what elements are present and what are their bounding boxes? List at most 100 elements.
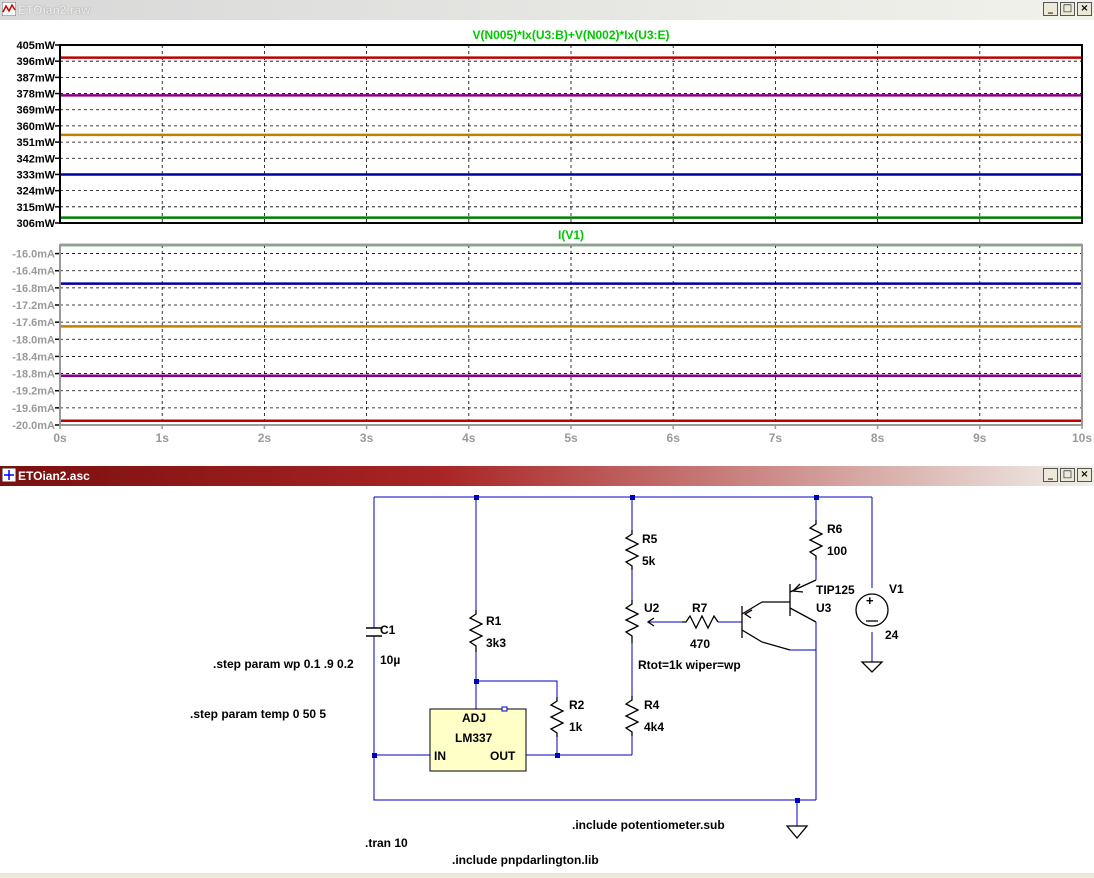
plot-window-titlebar[interactable]: ETOian2.raw _ □ × bbox=[0, 0, 1094, 20]
power-plot-pane[interactable]: V(N005)*Ix(U3:B)+V(N002)*Ix(U3:E) 405mW 39… bbox=[16, 28, 1083, 230]
waveform-plot-area[interactable]: V(N005)*Ix(U3:B)+V(N002)*Ix(U3:E) 405mW 39… bbox=[0, 20, 1094, 466]
include-pot-directive[interactable]: .include potentiometer.sub bbox=[572, 818, 725, 832]
ic-name: LM337 bbox=[455, 731, 493, 745]
darlington-transistor-symbol bbox=[741, 579, 817, 651]
schematic-icon bbox=[2, 468, 16, 482]
resistor-symbols bbox=[468, 520, 824, 737]
lm337-ic[interactable] bbox=[429, 706, 527, 772]
plot-maximize-button[interactable]: □ bbox=[1060, 2, 1075, 16]
svg-text:+: + bbox=[866, 593, 874, 608]
plot-window-title: ETOian2.raw bbox=[18, 3, 91, 17]
schematic-maximize-button[interactable]: □ bbox=[1060, 468, 1075, 482]
x-tick-label: 5s bbox=[564, 431, 578, 445]
x-tick-label: 10s bbox=[1072, 431, 1092, 445]
x-tick-label: 0s bbox=[53, 431, 67, 445]
r4-symbol bbox=[624, 696, 640, 736]
ground-symbols bbox=[785, 661, 884, 840]
y-tick-label: -18.4mA bbox=[12, 351, 55, 363]
v1-source-symbol: + bbox=[855, 593, 889, 627]
r6-symbol bbox=[808, 520, 824, 560]
plot-minimize-button[interactable]: _ bbox=[1043, 2, 1058, 16]
waveform-icon bbox=[2, 2, 16, 16]
y-tick-label: -18.8mA bbox=[12, 369, 55, 381]
y-tick-label: -17.2mA bbox=[12, 300, 55, 312]
r5-label: R5 bbox=[642, 532, 658, 546]
ic-adj-pin: ADJ bbox=[462, 711, 486, 725]
schematic-close-button[interactable]: × bbox=[1077, 468, 1092, 482]
current-plot-pane[interactable]: I(V1) -16.0mA -16.4mA -16.8mA -17.2mA -17.6mA… bbox=[12, 228, 1092, 445]
r6-value: 100 bbox=[827, 544, 847, 558]
schematic-canvas[interactable]: + C1 10µ R1 3k3 R2 1k R4 4k4 R5 5k R6 10… bbox=[0, 486, 1094, 873]
y-tick-label: 369mW bbox=[16, 105, 55, 117]
transistor-label: TIP125 bbox=[816, 583, 855, 597]
chart-title[interactable]: V(N005)*Ix(U3:B)+V(N002)*Ix(U3:E) bbox=[472, 28, 669, 42]
u2-label: U2 bbox=[644, 601, 660, 615]
y-tick-label: -18.0mA bbox=[12, 334, 55, 346]
r2-value: 1k bbox=[569, 720, 583, 734]
x-tick-label: 4s bbox=[462, 431, 476, 445]
plot-close-button[interactable]: × bbox=[1077, 2, 1092, 16]
r7-value: 470 bbox=[690, 637, 710, 651]
y-tick-label: 351mW bbox=[16, 137, 55, 149]
x-tick-label: 3s bbox=[360, 431, 374, 445]
u2-symbol bbox=[624, 600, 640, 643]
tran-directive[interactable]: .tran 10 bbox=[365, 836, 408, 850]
ic-out-pin: OUT bbox=[490, 749, 516, 763]
include-lib-directive[interactable]: .include pnpdarlington.lib bbox=[452, 853, 599, 867]
r6-label: R6 bbox=[827, 522, 843, 536]
y-tick-label: -16.0mA bbox=[12, 249, 55, 261]
y-tick-label: 306mW bbox=[16, 218, 55, 230]
r7-label: R7 bbox=[692, 601, 708, 615]
y-tick-label: 387mW bbox=[16, 72, 55, 84]
x-tick-label: 7s bbox=[769, 431, 783, 445]
x-tick-label: 6s bbox=[667, 431, 681, 445]
u2-params: Rtot=1k wiper=wp bbox=[638, 658, 741, 672]
step-temp-directive[interactable]: .step param temp 0 50 5 bbox=[190, 707, 326, 721]
r7-symbol bbox=[682, 614, 719, 630]
y-tick-label: 324mW bbox=[16, 186, 55, 198]
r1-value: 3k3 bbox=[486, 636, 506, 650]
v1-value: 24 bbox=[885, 628, 899, 642]
c1-label: C1 bbox=[380, 623, 396, 637]
schematic-window-titlebar[interactable]: ETOian2.asc _ □ × bbox=[0, 466, 1094, 486]
r1-label: R1 bbox=[486, 614, 502, 628]
y-tick-label: 333mW bbox=[16, 169, 55, 181]
chart-title[interactable]: I(V1) bbox=[558, 228, 584, 242]
y-tick-label: 405mW bbox=[16, 40, 55, 52]
ic-in-pin: IN bbox=[434, 749, 446, 763]
plot-frame bbox=[59, 44, 1083, 224]
r2-label: R2 bbox=[569, 698, 585, 712]
r4-value: 4k4 bbox=[644, 720, 664, 734]
x-tick-label: 2s bbox=[258, 431, 272, 445]
r2-symbol bbox=[549, 697, 565, 737]
x-tick-label: 9s bbox=[973, 431, 987, 445]
bottom-window-edge bbox=[0, 873, 1094, 878]
x-tick-label: 8s bbox=[871, 431, 885, 445]
r1-symbol bbox=[468, 610, 484, 652]
junction-dots bbox=[372, 495, 819, 803]
y-tick-label: 396mW bbox=[16, 56, 55, 68]
wires bbox=[373, 496, 873, 826]
u2-wiper-arrow bbox=[646, 617, 655, 627]
y-tick-label: -16.8mA bbox=[12, 283, 55, 295]
schematic-minimize-button[interactable]: _ bbox=[1043, 468, 1058, 482]
transistor-ref: U3 bbox=[816, 601, 832, 615]
r5-symbol bbox=[624, 530, 640, 570]
y-tick-label: 378mW bbox=[16, 89, 55, 101]
v1-label: V1 bbox=[889, 582, 904, 596]
y-tick-label: 315mW bbox=[16, 202, 55, 214]
y-tick-label: -16.4mA bbox=[12, 266, 55, 278]
y-tick-label: -19.2mA bbox=[12, 386, 55, 398]
y-tick-label: -19.6mA bbox=[12, 403, 55, 415]
y-tick-label: 342mW bbox=[16, 153, 55, 165]
r5-value: 5k bbox=[642, 554, 656, 568]
c1-value: 10µ bbox=[380, 653, 400, 667]
step-wp-directive[interactable]: .step param wp 0.1 .9 0.2 bbox=[213, 657, 354, 671]
c1-symbol bbox=[366, 627, 382, 637]
y-tick-label: -17.6mA bbox=[12, 317, 55, 329]
schematic-window-title: ETOian2.asc bbox=[18, 469, 90, 483]
x-tick-label: 1s bbox=[156, 431, 170, 445]
y-tick-label: -20.0mA bbox=[12, 420, 55, 432]
y-tick-label: 360mW bbox=[16, 121, 55, 133]
r4-label: R4 bbox=[644, 698, 660, 712]
